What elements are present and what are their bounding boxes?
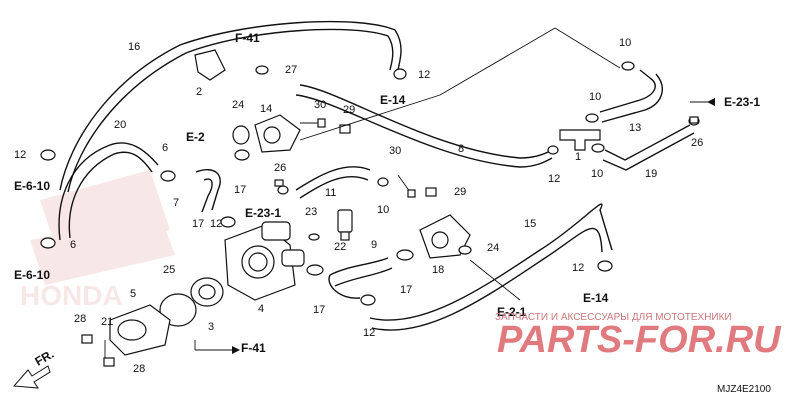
hose-16 xyxy=(59,20,402,191)
hose-8 xyxy=(299,84,553,159)
svg-text:12: 12 xyxy=(548,173,560,185)
water-joint-18 xyxy=(419,214,471,259)
watermark-brand: PARTS-FOR.RU xyxy=(497,319,782,361)
o-ring-25 xyxy=(159,293,197,327)
svg-text:E-6-10: E-6-10 xyxy=(14,179,50,193)
svg-text:17: 17 xyxy=(400,284,412,296)
o-ring-24b xyxy=(458,245,472,255)
svg-text:16: 16 xyxy=(128,41,140,53)
svg-text:HONDA: HONDA xyxy=(20,280,123,311)
hose-13 xyxy=(599,69,656,113)
washer-23 xyxy=(308,233,320,241)
o-ring-24 xyxy=(232,125,250,145)
housing-cover-5 xyxy=(109,304,171,356)
svg-text:12: 12 xyxy=(210,218,222,230)
svg-text:22: 22 xyxy=(334,241,346,253)
hose-clamps xyxy=(40,61,700,306)
svg-text:12: 12 xyxy=(418,69,430,81)
svg-text:29: 29 xyxy=(343,104,355,116)
diagram-code: MJZ4E2100 xyxy=(717,384,771,395)
svg-text:6: 6 xyxy=(162,142,168,154)
temp-sensor-22 xyxy=(337,209,353,241)
svg-text:17: 17 xyxy=(234,184,246,196)
svg-text:24: 24 xyxy=(487,242,499,254)
svg-text:12: 12 xyxy=(14,149,26,161)
svg-text:E-14: E-14 xyxy=(380,93,406,107)
background-wing-logo: HONDA xyxy=(20,170,175,311)
svg-text:11: 11 xyxy=(325,187,336,199)
svg-text:30: 30 xyxy=(389,145,401,157)
hose-7 xyxy=(195,169,221,211)
svg-text:30: 30 xyxy=(314,99,326,111)
thermostat-housing-4 xyxy=(224,221,305,301)
svg-text:13: 13 xyxy=(629,122,641,134)
svg-text:8: 8 xyxy=(458,143,464,155)
hose-19 xyxy=(604,124,691,161)
svg-text:E-23-1: E-23-1 xyxy=(724,95,760,109)
svg-text:26: 26 xyxy=(691,137,703,149)
svg-text:6: 6 xyxy=(70,239,76,251)
svg-text:24: 24 xyxy=(232,99,244,111)
arrow-f41-bottom xyxy=(232,346,240,354)
svg-text:19: 19 xyxy=(645,168,657,180)
svg-text:E-2-1: E-2-1 xyxy=(497,305,527,319)
reference-labels: F-41 F-41 E-14 E-14 E-2 E-2-1 E-23-1 E-2… xyxy=(14,31,760,355)
svg-text:FR.: FR. xyxy=(33,347,57,369)
svg-text:F-41: F-41 xyxy=(235,31,260,45)
hose-9 xyxy=(329,257,389,276)
svg-text:27: 27 xyxy=(285,64,297,76)
svg-text:10: 10 xyxy=(591,168,603,180)
watermark-caption: ЗАПЧАСТИ И АКСЕССУАРЫ ДЛЯ МОТОТЕХНИКИ xyxy=(495,312,732,323)
bracket-2 xyxy=(194,49,226,81)
svg-text:15: 15 xyxy=(524,218,536,230)
svg-text:26: 26 xyxy=(274,162,286,174)
svg-text:F-41: F-41 xyxy=(241,341,266,355)
svg-text:20: 20 xyxy=(114,119,126,131)
svg-text:10: 10 xyxy=(619,37,631,49)
front-direction-arrow: FR. xyxy=(12,347,57,389)
svg-text:E-23-1: E-23-1 xyxy=(245,206,281,220)
svg-text:12: 12 xyxy=(363,327,375,339)
svg-text:10: 10 xyxy=(589,91,601,103)
callouts: 1 2 3 4 5 6 6 7 8 9 10 10 10 10 11 12 12… xyxy=(14,37,703,375)
svg-text:25: 25 xyxy=(163,264,175,276)
svg-text:21: 21 xyxy=(101,316,113,328)
svg-text:28: 28 xyxy=(133,363,145,375)
thermostat-3 xyxy=(190,277,224,307)
arrow-e231-right xyxy=(707,98,715,106)
svg-text:3: 3 xyxy=(208,321,214,333)
svg-text:17: 17 xyxy=(192,218,204,230)
svg-text:1: 1 xyxy=(575,151,581,163)
hose-11 xyxy=(295,166,371,191)
t-joint-1 xyxy=(559,129,601,151)
svg-text:23: 23 xyxy=(305,206,317,218)
svg-text:17: 17 xyxy=(313,304,325,316)
svg-text:E-2: E-2 xyxy=(186,130,205,144)
svg-text:4: 4 xyxy=(258,303,264,315)
svg-text:E-14: E-14 xyxy=(583,291,609,305)
svg-text:10: 10 xyxy=(377,204,389,216)
svg-text:E-6-10: E-6-10 xyxy=(14,268,50,282)
hose-20 xyxy=(58,142,159,241)
svg-text:14: 14 xyxy=(260,103,272,115)
svg-text:28: 28 xyxy=(74,313,86,325)
svg-text:2: 2 xyxy=(196,86,202,98)
bolts xyxy=(81,116,699,367)
svg-text:9: 9 xyxy=(371,239,377,251)
svg-text:12: 12 xyxy=(572,262,584,274)
water-joint-14 xyxy=(254,114,301,153)
leader-lines xyxy=(194,27,715,351)
svg-text:7: 7 xyxy=(173,197,179,209)
hose-15 xyxy=(369,203,613,321)
svg-text:5: 5 xyxy=(130,288,136,300)
svg-text:18: 18 xyxy=(432,264,444,276)
svg-text:29: 29 xyxy=(454,186,466,198)
